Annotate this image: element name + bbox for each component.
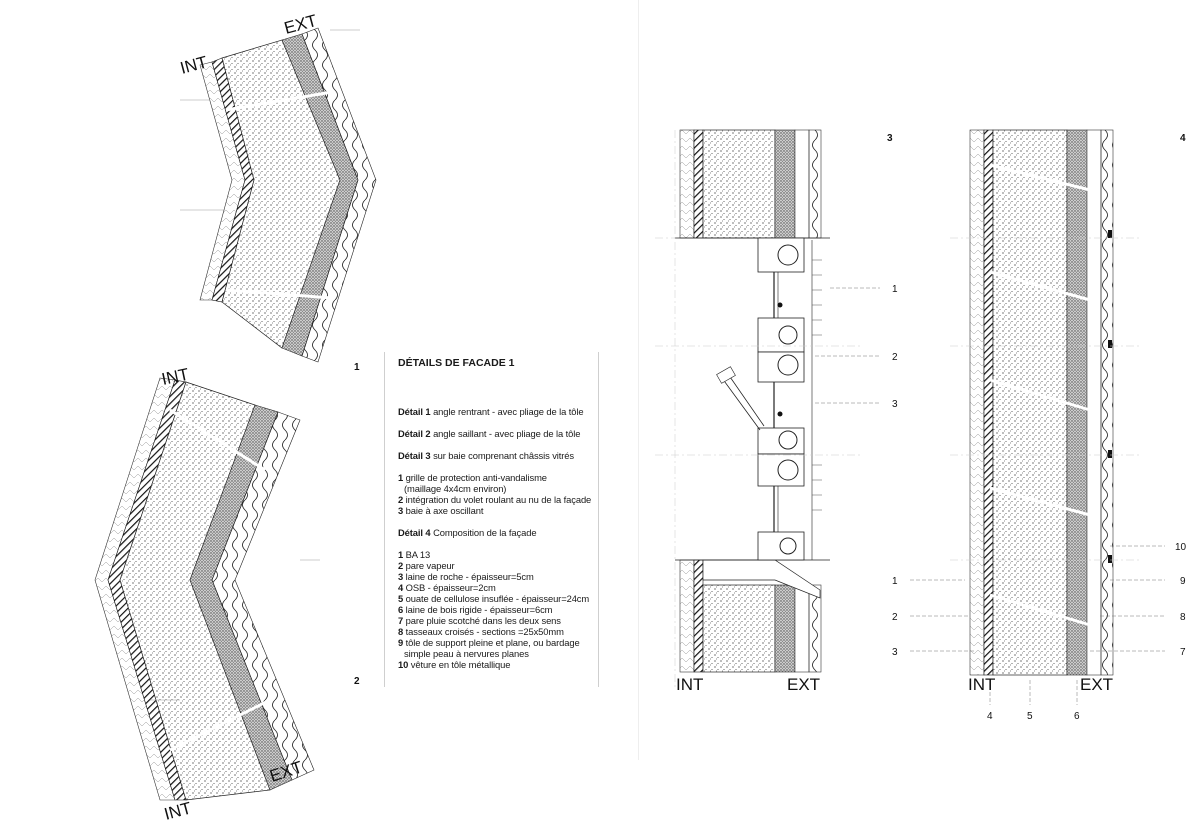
list-item: 5 ouate de cellulose insuflée - épaisseu… [398, 593, 590, 604]
detail-4-callout-3: 3 [892, 647, 898, 658]
detail-2-drawing [94, 377, 320, 801]
list-item-continuation: (maillage 4x4cm environ) [404, 483, 507, 494]
detail-number-2: 2 [354, 676, 360, 687]
legend-right-rule [598, 352, 599, 687]
detail-4-callout-2: 2 [892, 612, 898, 623]
legend-detail-4: Détail 4 Composition de la façade [398, 527, 537, 538]
legend-title: DÉTAILS DE FACADE 1 [398, 357, 515, 369]
legend-detail-1: Détail 1 angle rentrant - avec pliage de… [398, 406, 584, 417]
list-item: 3 laine de roche - épaisseur=5cm [398, 571, 534, 582]
legend-panel: DÉTAILS DE FACADE 1 Détail 1 angle rentr… [398, 358, 610, 681]
detail-3-drawing [655, 129, 880, 690]
list-item: 1 grille de protection anti-vandalisme [398, 472, 547, 483]
detail-4-callout-4: 4 [987, 711, 993, 722]
legend-detail-3-list: 1 grille de protection anti-vandalisme (… [398, 472, 610, 516]
sheet-divider [638, 0, 639, 760]
list-item: 8 tasseaux croisés - sections =25x50mm [398, 626, 564, 637]
list-item: 9 tôle de support pleine et plane, ou ba… [398, 637, 580, 648]
list-item: 10 vêture en tôle métallique [398, 659, 511, 670]
legend-detail-4-list: 1 BA 13 2 pare vapeur 3 laine de roche -… [398, 549, 610, 670]
list-item: 2 intégration du volet roulant au nu de … [398, 494, 592, 505]
list-item: 6 laine de bois rigide - épaisseur=6cm [398, 604, 553, 615]
list-item: 1 BA 13 [398, 549, 431, 560]
legend-detail-2: Détail 2 angle saillant - avec pliage de… [398, 428, 581, 439]
detail-4-callout-5: 5 [1027, 711, 1033, 722]
detail-3-ext-label: EXT [787, 675, 820, 694]
legend-left-rule [384, 352, 385, 687]
legend-detail-3: Détail 3 sur baie comprenant châssis vit… [398, 450, 575, 461]
detail-4-callout-7: 7 [1180, 647, 1186, 658]
detail-2-int-label-bottom: INT [162, 798, 193, 823]
detail-4-int-label: INT [968, 675, 995, 694]
detail-4-callout-8: 8 [1180, 612, 1186, 623]
detail-1-drawing [180, 27, 377, 363]
detail-4-callout-9: 9 [1180, 576, 1186, 587]
detail-4-drawing [910, 129, 1165, 705]
detail-4-callout-1: 1 [892, 576, 898, 587]
detail-3-int-label: INT [676, 675, 703, 694]
detail-number-4: 4 [1180, 133, 1186, 144]
detail-number-3: 3 [887, 133, 893, 144]
list-item: 4 OSB - épaisseur=2cm [398, 582, 496, 593]
list-item: 2 pare vapeur [398, 560, 455, 571]
list-item-continuation: simple peau à nervures planes [404, 648, 529, 659]
detail-3-callout-1: 1 [892, 284, 898, 295]
detail-4-callout-10: 10 [1175, 542, 1187, 553]
detail-3-callout-2: 2 [892, 352, 898, 363]
list-item: 7 pare pluie scotché dans les deux sens [398, 615, 561, 626]
detail-3-callout-3: 3 [892, 399, 898, 410]
detail-4-callout-6: 6 [1074, 711, 1080, 722]
list-item: 3 baie à axe oscillant [398, 505, 484, 516]
detail-4-ext-label: EXT [1080, 675, 1113, 694]
detail-number-1: 1 [354, 362, 360, 373]
